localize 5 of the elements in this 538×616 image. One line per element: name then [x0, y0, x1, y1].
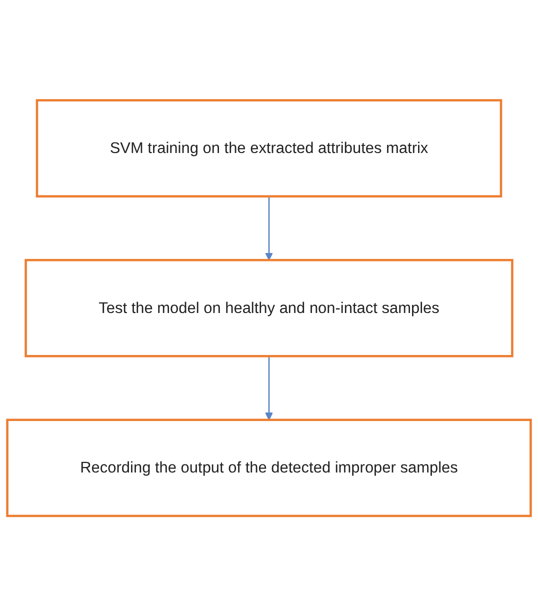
- arrow: [265, 196, 273, 260]
- node-box: SVM training on the extracted attributes matrix: [36, 99, 502, 198]
- node-box: Test the model on healthy and non-intact samples: [24, 258, 514, 358]
- arrow: [265, 356, 273, 420]
- node-box: Recording the output of the detected improper samples: [6, 418, 532, 517]
